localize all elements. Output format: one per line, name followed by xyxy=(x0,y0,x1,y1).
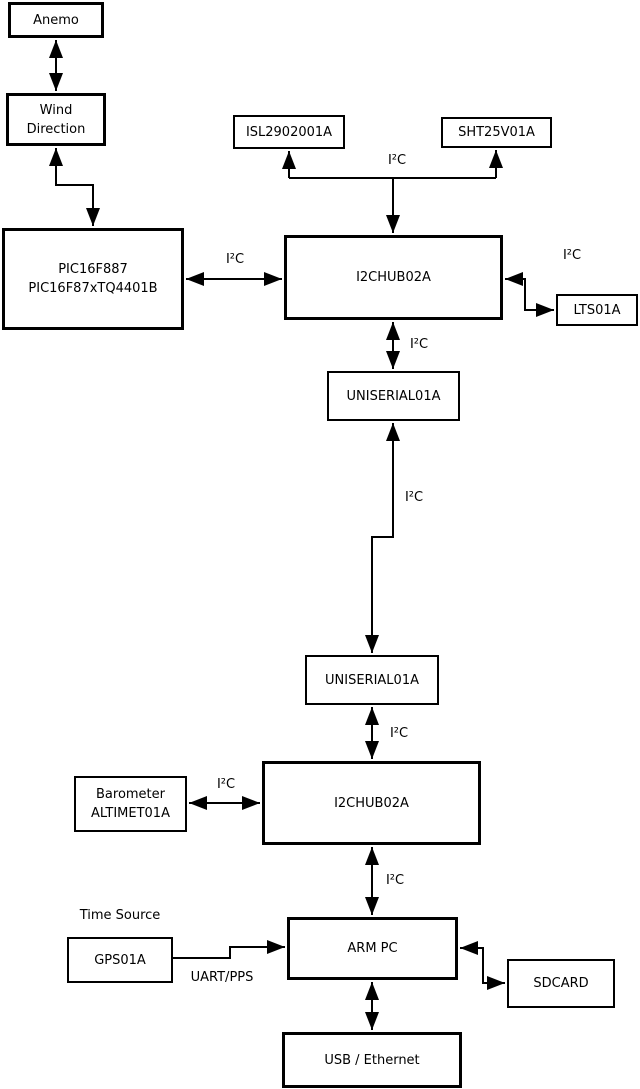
node-label: Anemo xyxy=(33,12,79,28)
edge-label-i2c-lts: I²C xyxy=(562,248,582,263)
edge-label-i2c-barometer: I²C xyxy=(216,777,236,792)
node-label-line2: PIC16F87xTQ4401B xyxy=(28,281,158,296)
edge-label-uart-pps: UART/PPS xyxy=(190,970,254,985)
edge-armpc-sdcard xyxy=(460,941,505,990)
node-label: GPS01A xyxy=(94,952,146,968)
node-label-line2: ALTIMET01A xyxy=(91,806,170,821)
node-label: I2CHUB02A xyxy=(356,270,431,285)
node-isl2902001a: ISL2902001A xyxy=(233,115,345,149)
node-arm-pc: ARM PC xyxy=(287,917,458,980)
node-anemo: Anemo xyxy=(8,2,104,38)
node-label-line1: PIC16F887 xyxy=(58,262,128,277)
node-sht25v01a: SHT25V01A xyxy=(441,117,552,148)
node-label: LTS01A xyxy=(573,302,621,318)
edge-label-i2c-uniserial-link: I²C xyxy=(404,490,424,505)
node-label: UNISERIAL01A xyxy=(325,672,419,688)
node-pic16f887: PIC16F887 PIC16F87xTQ4401B xyxy=(2,228,184,330)
node-label-line2: Direction xyxy=(26,121,86,137)
node-label-line1: Wind xyxy=(39,102,73,118)
node-uniserial01a-top: UNISERIAL01A xyxy=(327,371,460,421)
node-label: USB / Ethernet xyxy=(324,1052,420,1068)
node-label: ARM PC xyxy=(347,941,398,956)
edge-label-i2c-hub-uniserial: I²C xyxy=(409,337,429,352)
edge-wind-direction-pic xyxy=(49,148,100,226)
node-label: SHT25V01A xyxy=(458,125,535,140)
label-time-source: Time Source xyxy=(79,908,161,923)
node-label: ISL2902001A xyxy=(245,124,333,140)
edge-label-i2c-uniserial-hub2: I²C xyxy=(389,726,409,741)
edge-label-i2c-hub2-arm: I²C xyxy=(385,873,405,888)
edge-gps-armpc xyxy=(173,940,285,959)
node-gps01a: GPS01A xyxy=(67,937,173,983)
node-label: I2CHUB02A xyxy=(334,795,409,811)
node-sdcard: SDCARD xyxy=(507,959,615,1008)
node-i2chub02a-bottom: I2CHUB02A xyxy=(262,761,481,845)
node-uniserial01a-bottom: UNISERIAL01A xyxy=(305,655,439,705)
node-usb-ethernet: USB / Ethernet xyxy=(282,1032,462,1088)
node-i2chub02a-top: I2CHUB02A xyxy=(284,235,503,320)
node-lts01a: LTS01A xyxy=(556,294,638,326)
node-wind-direction: Wind Direction xyxy=(6,93,106,146)
edge-uniserial-uniserial xyxy=(365,423,400,653)
node-label: SDCARD xyxy=(533,976,589,991)
node-label-line1: Barometer xyxy=(96,787,165,802)
node-label: UNISERIAL01A xyxy=(346,388,441,404)
node-barometer-altimet01a: Barometer ALTIMET01A xyxy=(74,776,187,832)
edge-i2chub-lts xyxy=(505,272,554,317)
edge-label-i2c-pic-hub: I²C xyxy=(225,252,245,267)
edge-label-i2c-sensor-bus: I²C xyxy=(387,153,407,168)
